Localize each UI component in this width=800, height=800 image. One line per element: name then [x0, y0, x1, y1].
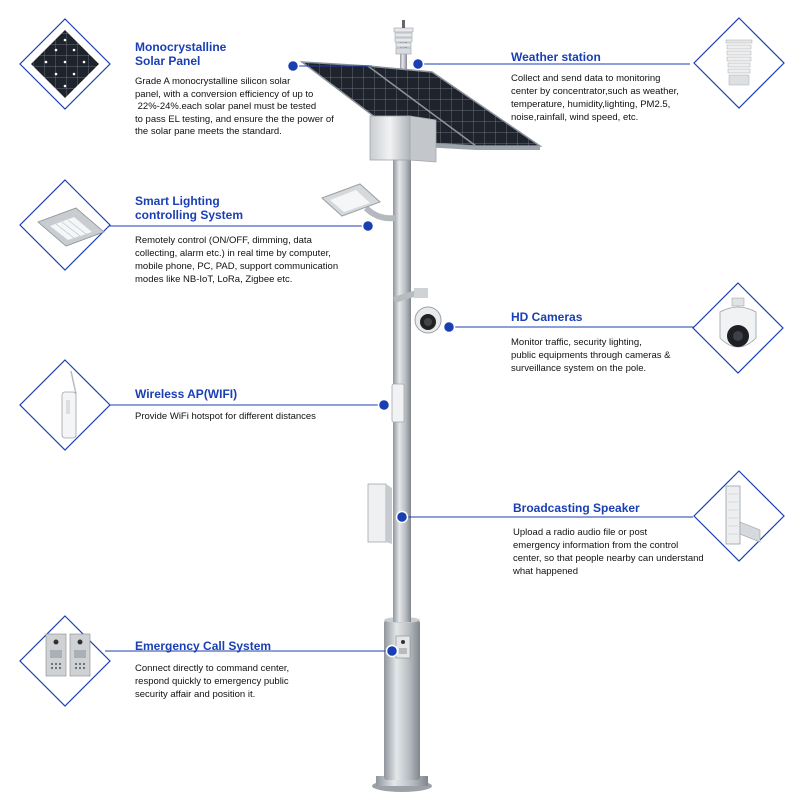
lighting-title: Smart Lighting controlling System [135, 194, 243, 222]
solar-desc-line: to pass EL testing, and ensure the the p… [135, 113, 334, 125]
connector-dot-wifi [377, 398, 391, 412]
solar-title-line: Solar Panel [135, 54, 201, 68]
pole-speaker [367, 483, 392, 544]
wifi-title-line: Wireless AP(WIFI) [135, 387, 238, 401]
camera-desc-line: surveillance system on the pole. [511, 363, 647, 374]
emergency-title-line: Emergency Call System [135, 639, 272, 653]
lighting-desc-line: collecting, alarm etc.) in real time by … [135, 248, 331, 259]
lamp-head [321, 183, 396, 222]
lighting-desc-line: Remotely control (ON/OFF, dimming, data [135, 235, 312, 246]
dome-camera-icon [692, 282, 784, 374]
weather-title: Weather station [511, 50, 601, 64]
connector-lines [105, 63, 695, 652]
pole-camera [393, 288, 442, 334]
lighting-description: Remotely control (ON/OFF, dimming, data … [135, 234, 338, 286]
solar-panel-icon [19, 18, 111, 110]
emergency-desc-line: Connect directly to command center, [135, 663, 290, 674]
connector-dot-solar [286, 59, 300, 73]
emergency-title: Emergency Call System [135, 639, 271, 653]
pole-emergency-panel [395, 635, 411, 659]
lighting-desc-line: mobile phone, PC, PAD, support communica… [135, 261, 339, 272]
connector-dot-emergency [385, 644, 399, 658]
camera-description: Monitor traffic, security lighting, publ… [511, 336, 670, 375]
wifi-description: Provide WiFi hotspot for different dista… [135, 410, 316, 423]
camera-title-line: HD Cameras [511, 310, 583, 324]
solar-desc-line: Grade A monocrystalline silicon solar [135, 76, 291, 87]
weather-desc-line: temperature, humidity,lighting, PM2.5, [511, 99, 671, 110]
solar-description: Grade A monocrystalline silicon solar pa… [135, 76, 334, 139]
solar-title: Monocrystalline Solar Panel [135, 40, 226, 68]
wifi-desc-line: Provide WiFi hotspot for different dista… [135, 411, 316, 422]
camera-desc-line: public equipments through cameras & [511, 350, 671, 361]
solar-desc-line: panel, with a conversion efficiency of u… [135, 88, 314, 100]
column-speaker-icon [693, 470, 785, 562]
solar-desc-line: 22%-24%.each solar panel must be tested [135, 101, 317, 112]
solar-title-line: Monocrystalline [135, 40, 227, 54]
weather-station-icon [693, 17, 785, 109]
battery-box [369, 115, 437, 163]
speaker-title-line: Broadcasting Speaker [513, 501, 640, 515]
weather-desc-line: noise,rainfall, wind speed, etc. [511, 112, 639, 123]
camera-desc-line: Monitor traffic, security lighting, [511, 337, 642, 348]
pole-wifi-ap [391, 383, 405, 423]
camera-title: HD Cameras [511, 310, 582, 324]
speaker-desc-line: emergency information from the control [513, 540, 679, 551]
weather-sensor [393, 20, 414, 55]
weather-description: Collect and send data to monitoring cent… [511, 72, 679, 124]
speaker-desc-line: center, so that people nearby can unders… [513, 553, 704, 564]
wifi-antenna-icon [19, 359, 111, 451]
weather-desc-line: center by concentrator,such as weather, [511, 86, 679, 97]
lighting-title-line: controlling System [135, 208, 244, 222]
street-lamp-icon [19, 179, 111, 271]
lighting-title-line: Smart Lighting [135, 194, 220, 208]
emergency-desc-line: security affair and position it. [135, 689, 256, 700]
connector-dot-lighting [361, 219, 375, 233]
connector-dot-weather [411, 57, 425, 71]
pole-base-collar [376, 776, 428, 786]
connector-dot-speaker [395, 510, 409, 524]
speaker-desc-line: Upload a radio audio file or post [513, 527, 648, 538]
weather-desc-line: Collect and send data to monitoring [511, 73, 661, 84]
solar-desc-line: the solar pane meets the standard. [135, 126, 282, 137]
weather-title-line: Weather station [511, 50, 601, 64]
emergency-description: Connect directly to command center, resp… [135, 662, 289, 701]
wifi-title: Wireless AP(WIFI) [135, 387, 237, 401]
connector-dot-camera [442, 320, 456, 334]
speaker-description: Upload a radio audio file or post emerge… [513, 526, 704, 578]
speaker-title: Broadcasting Speaker [513, 501, 640, 515]
speaker-desc-line: what happened [513, 566, 578, 577]
emergency-desc-line: respond quickly to emergency public [135, 676, 289, 687]
connector-dots [286, 57, 456, 658]
intercom-panel-icon [19, 615, 111, 707]
lighting-desc-line: modes like NB-IoT, LoRa, Zigbee etc. [135, 274, 293, 285]
pole-lower-cabinet [384, 620, 420, 780]
